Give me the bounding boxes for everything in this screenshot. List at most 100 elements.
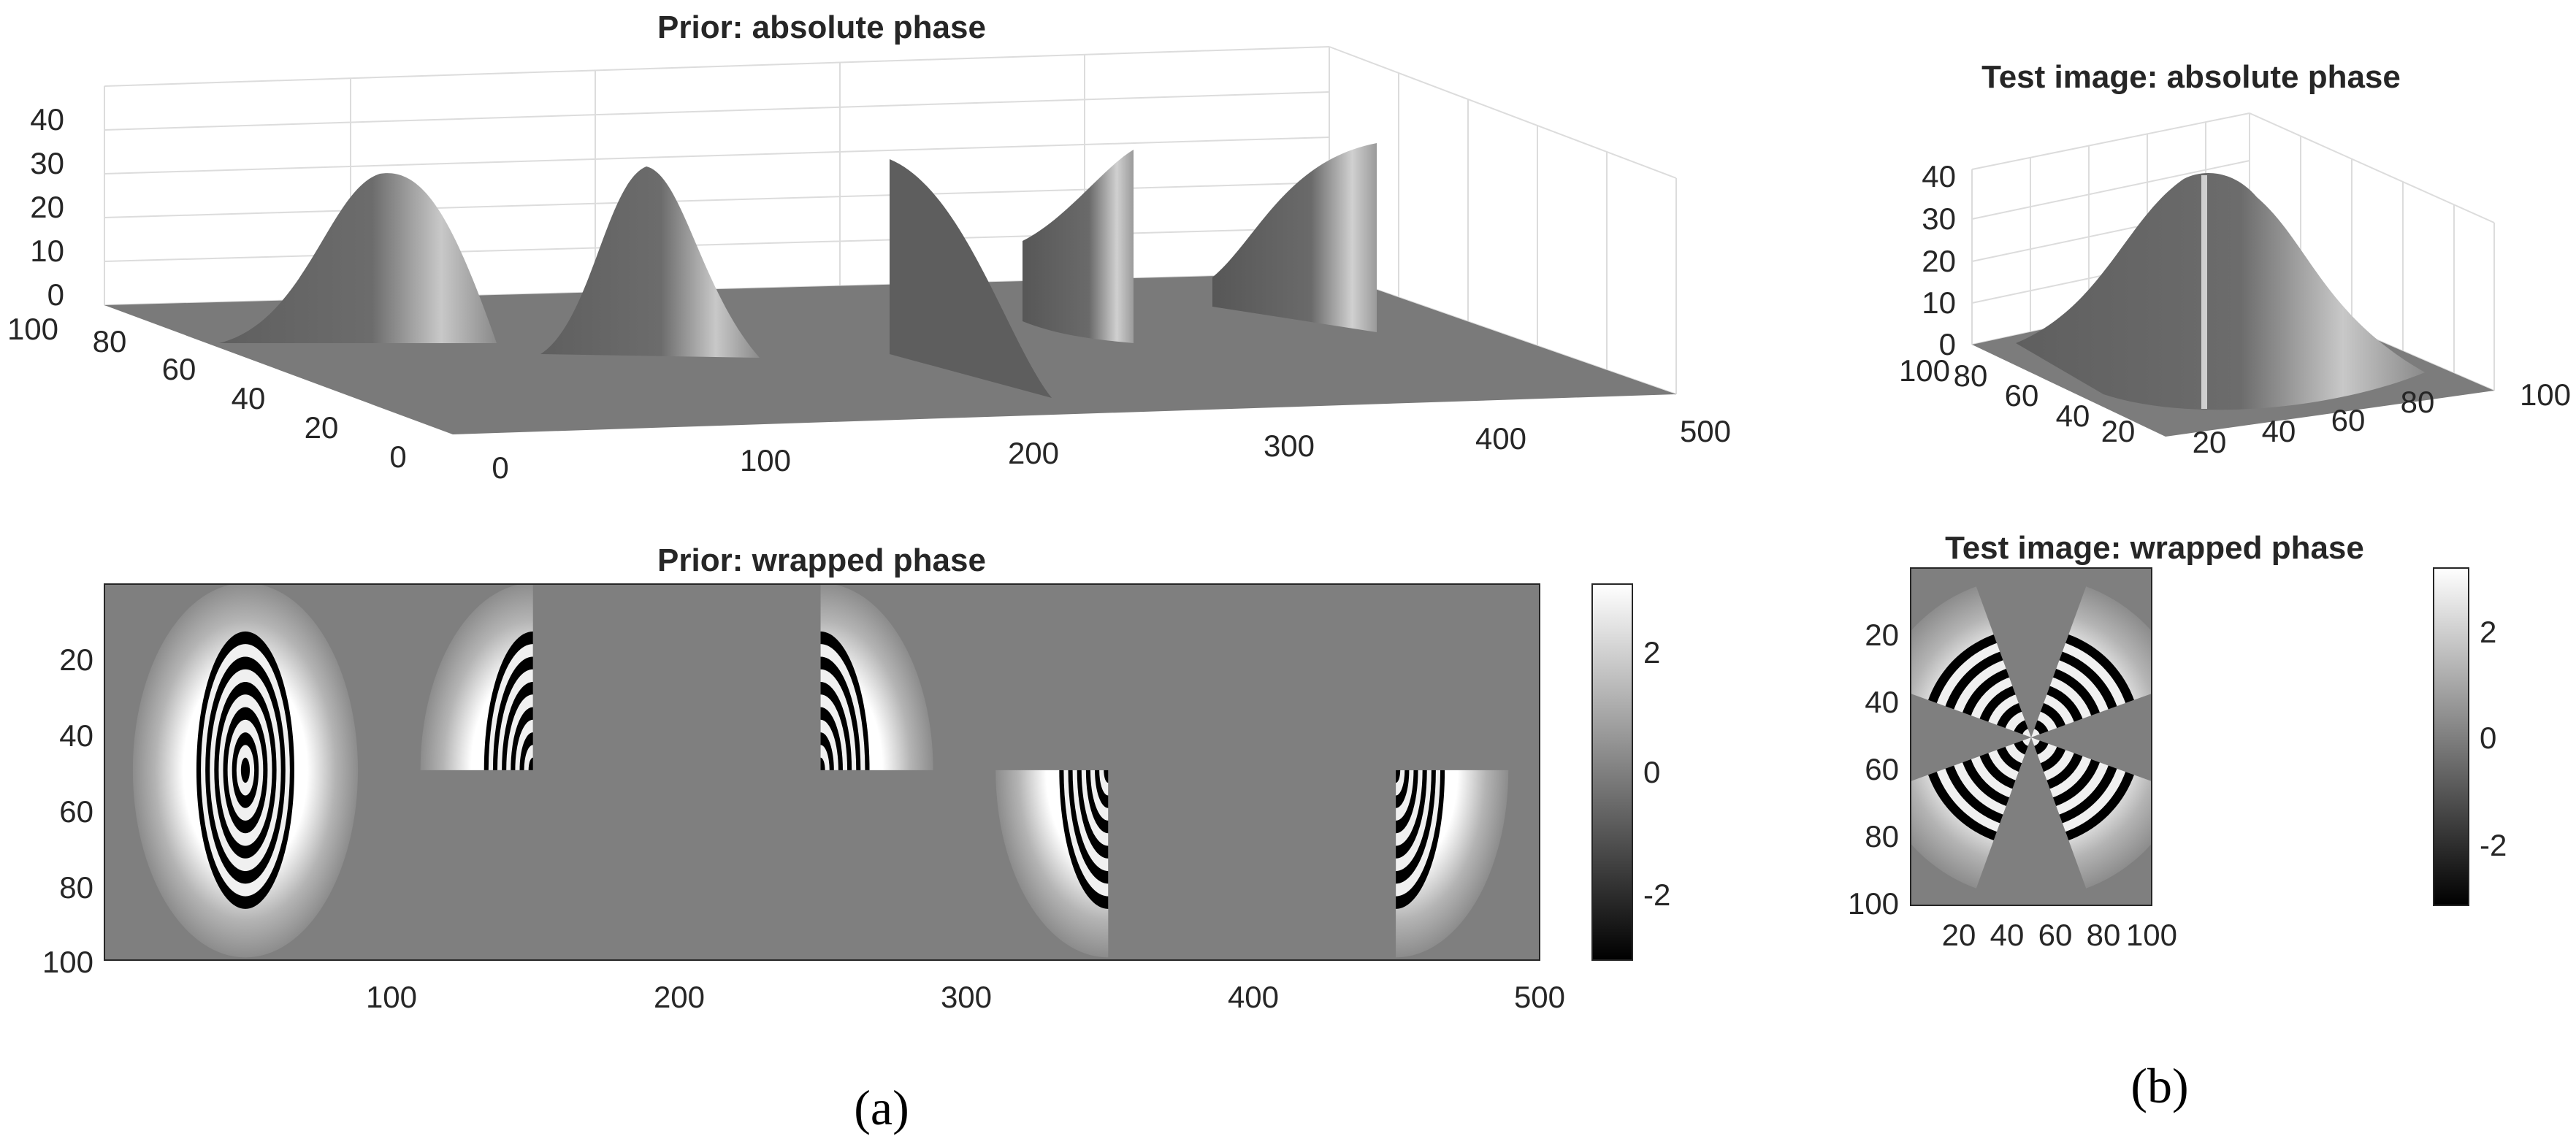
x-tick: 300 [941,980,992,1014]
panel-label-a: (a) [854,1080,909,1135]
y-tick: 20 [59,642,93,677]
z-tick: 20 [1922,244,1956,278]
y-tick: 40 [232,381,266,415]
fringe-sector [2031,737,2152,898]
map-frame [1910,567,2152,906]
z-tick: 0 [47,277,64,312]
fringe-region [995,770,1109,958]
x-tick: 100 [366,980,417,1014]
colorbar [1591,583,1633,961]
fringe-sector [1911,737,2031,898]
peak-2 [540,166,760,358]
fringe-ring [2031,737,2049,756]
z-tick: 10 [30,234,64,268]
fringe-region [132,584,359,958]
fringe-region [420,584,533,770]
x-axis-ticks: 0 100 200 300 400 500 [492,414,1731,485]
x-tick: 20 [1942,918,1976,952]
z-tick: 10 [1922,285,1956,320]
z-tick: 40 [30,102,64,137]
colorbar-tick: 0 [1643,755,1660,789]
y-axis-ticks: 20 40 60 80 100 [1899,353,2135,448]
fringe-ring [1104,770,1109,783]
y-tick: 80 [93,324,127,358]
x-tick: 100 [2520,377,2571,412]
y-tick: 80 [1954,358,1988,393]
y-tick: 100 [7,312,58,346]
z-axis-ticks: 0 10 20 30 40 [30,102,64,312]
colorbar-tick: 2 [2480,615,2496,649]
surface-peaks [219,143,1377,398]
fringe-ring [2031,719,2049,737]
y-tick: 60 [1865,752,1899,786]
x-tick: 20 [2193,425,2227,459]
fringe-sectors [1911,577,2152,898]
peak-4 [1023,150,1134,343]
colorbar-tick: 2 [1643,635,1660,670]
fringe-ring [2003,737,2031,765]
fringe-sector [2031,577,2152,737]
peak-1 [219,173,497,343]
colorbar-tick: -2 [2480,828,2507,862]
panel-label-b: (b) [2130,1058,2188,1113]
y-axis-ticks: 20 40 60 80 100 [1848,618,1899,921]
y-tick: 60 [2005,378,2039,413]
colorbar-ticks: 2 0 -2 [2480,615,2507,862]
fringe-ring [2031,737,2059,765]
x-tick: 0 [492,450,508,485]
test-absolute-phase-title: Test image: absolute phase [1981,59,2401,95]
x-axis-ticks: 20 40 60 80 100 [1942,918,2177,952]
fringe-region [820,584,933,770]
x-axis-ticks: 100 200 300 400 500 [366,980,1565,1014]
x-tick: 100 [2126,918,2177,952]
peak [2016,173,2425,410]
x-tick: 60 [2038,918,2073,952]
y-tick: 80 [59,870,93,905]
x-tick: 200 [1008,436,1059,470]
y-tick: 60 [162,352,196,386]
y-tick: 20 [305,410,339,445]
prior-absolute-phase-surface: Prior: absolute phase [7,9,1731,485]
fringe-ring [2031,728,2041,737]
fringe-halo [2031,577,2152,737]
x-tick: 60 [2331,403,2366,437]
fringe-ring [528,757,533,770]
z-tick: 20 [30,190,64,224]
y-tick: 40 [59,718,93,753]
x-tick: 80 [2401,385,2435,419]
x-tick: 500 [1514,980,1565,1014]
fringe-ring [1396,770,1401,783]
fringe-ring [2013,719,2031,737]
peak-3 [890,159,1052,398]
y-tick: 40 [1865,685,1899,719]
prior-wrapped-phase-map: Prior: wrapped phase 100 200 300 400 500… [42,542,1670,1014]
map-frame [104,583,1540,961]
y-tick: 0 [389,440,406,474]
y-tick: 100 [1848,886,1899,921]
x-tick: 400 [1228,980,1279,1014]
fringe-ring [2031,737,2041,747]
x-axis-ticks: 20 40 60 80 100 [2193,377,2571,459]
x-tick: 200 [654,980,705,1014]
peak-5 [1212,143,1377,332]
fringe-halo [1911,577,2031,737]
fringe-halo [1911,737,2031,898]
fringe-ring [240,757,251,783]
x-tick: 300 [1264,429,1315,463]
x-tick: 400 [1475,421,1526,456]
y-tick: 20 [2101,414,2136,448]
colorbar-ticks: 2 0 -2 [1643,635,1670,912]
z-axis-ticks: 0 10 20 30 40 [1922,159,1956,361]
fringe-region [1396,770,1509,958]
y-axis-ticks: 0 20 40 60 80 100 [7,312,407,474]
x-tick: 100 [740,443,791,477]
prior-absolute-phase-title: Prior: absolute phase [657,9,986,45]
colorbar-tick: -2 [1643,878,1670,912]
z-tick: 30 [1922,202,1956,236]
fringe-ring [2003,710,2031,737]
test-absolute-phase-surface: Test image: absolute phase 0 10 [1899,59,2571,459]
z-tick: 0 [1939,327,1956,361]
fringe-regions [132,584,1509,958]
z-tick: 30 [30,146,64,180]
test-wrapped-phase-title: Test image: wrapped phase [1945,530,2364,566]
